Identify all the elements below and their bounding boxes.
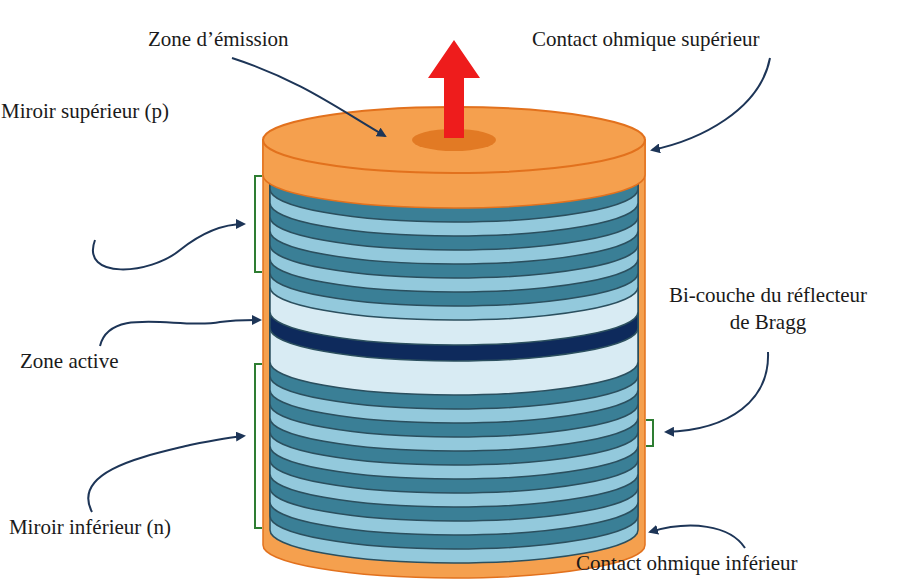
leader-line (652, 58, 770, 150)
part-label: Contact ohmique supérieur (532, 26, 902, 53)
part-label: Zone d’émission (148, 26, 358, 53)
bracket (255, 364, 262, 528)
leader-lines (88, 58, 770, 548)
leader-line (650, 526, 745, 548)
part-label: Zone active (20, 348, 180, 375)
leader-line (100, 320, 260, 346)
bottom-contact (263, 140, 645, 578)
bracket (646, 420, 653, 446)
leader-line (666, 352, 768, 432)
bracket (255, 176, 262, 272)
vcsel-body (263, 40, 645, 578)
part-label: Bi-couche du réflecteur de Bragg (668, 282, 868, 336)
part-label: Miroir supérieur (p) (0, 98, 170, 125)
leader-line (88, 436, 244, 512)
emission-arrow (428, 40, 480, 138)
leader-line (93, 224, 244, 269)
part-label: Contact ohmique inférieur (576, 550, 906, 577)
part-label: Miroir inférieur (n) (0, 514, 180, 541)
brackets (255, 176, 653, 528)
leader-line (232, 58, 385, 136)
